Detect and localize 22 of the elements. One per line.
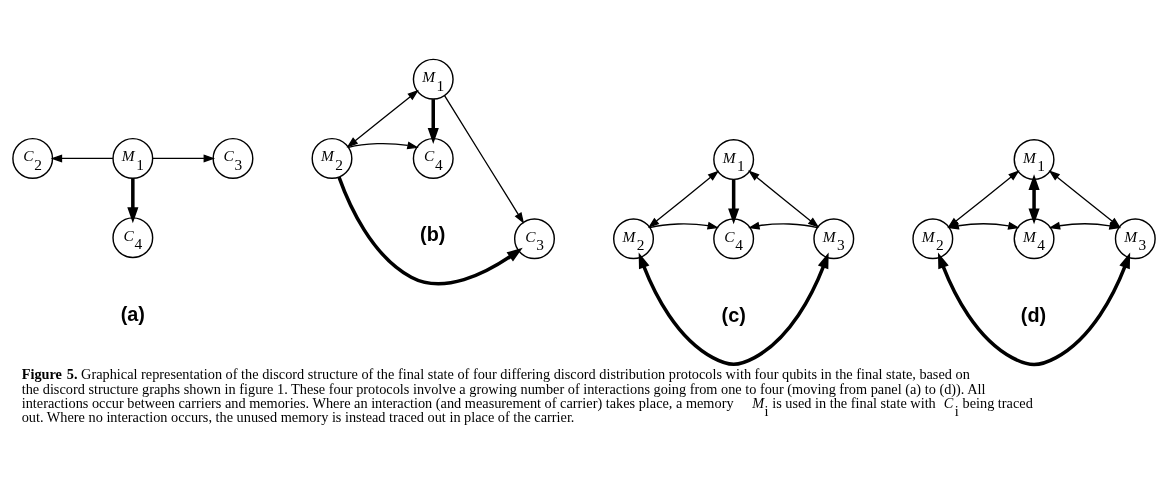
label: (d): [1020, 303, 1047, 326]
arrow: [947, 221, 1020, 230]
arrow: [748, 221, 818, 230]
arrow: [638, 251, 829, 366]
arrow: [337, 176, 523, 285]
arrow: [127, 177, 139, 223]
arrow: [152, 153, 216, 162]
arrow: [443, 94, 525, 224]
arrow: [748, 169, 820, 228]
arrow: [346, 89, 419, 148]
arrow: [647, 169, 720, 228]
label: (b): [420, 222, 446, 245]
arrow: [1048, 221, 1121, 230]
arrow: [50, 153, 114, 162]
label: (a): [120, 302, 145, 325]
arrow: [937, 251, 1131, 366]
arrow: [427, 98, 439, 144]
label: (c): [721, 303, 746, 326]
arrow: [347, 140, 419, 149]
arrow: [728, 179, 740, 224]
arrow: [1028, 173, 1040, 224]
arrow: [649, 221, 719, 230]
